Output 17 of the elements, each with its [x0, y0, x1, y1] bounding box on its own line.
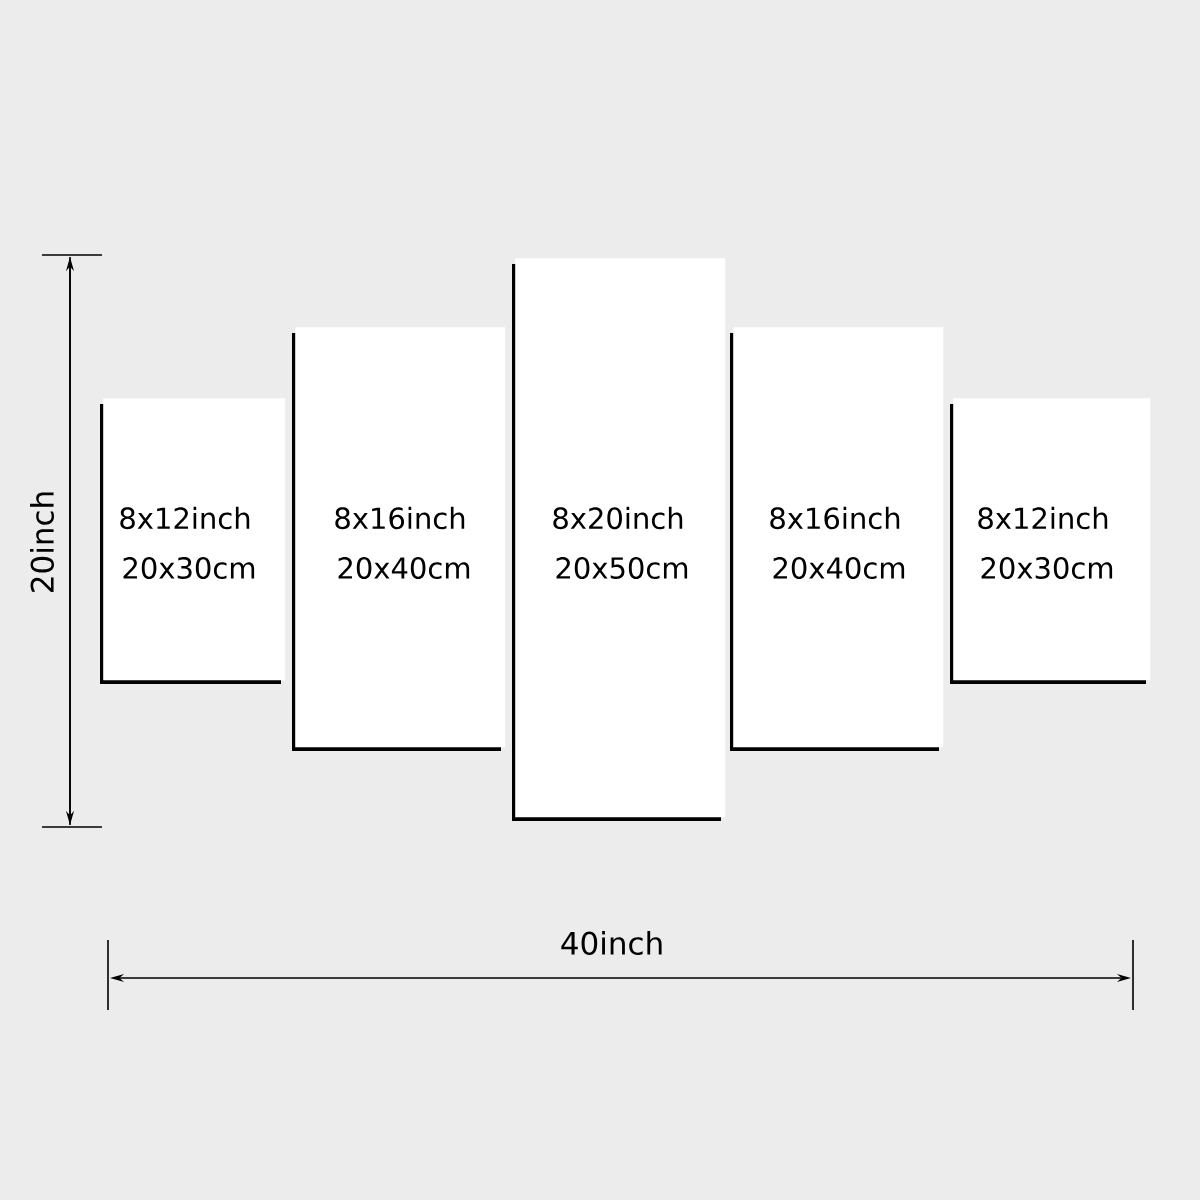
- size-label: 20x30cm: [123, 557, 255, 579]
- size-label: 8x12inch: [978, 506, 1108, 530]
- canvas-panel: [100, 398, 286, 684]
- canvas-panel: [512, 258, 726, 821]
- canvas-panel: [292, 327, 506, 751]
- size-label: 8x16inch: [770, 506, 900, 530]
- canvas-panel: [730, 327, 944, 751]
- size-label: 8x16inch: [335, 506, 465, 530]
- size-label: 20x30cm: [981, 557, 1113, 579]
- size-label: 20x50cm: [556, 557, 688, 579]
- canvas-panel: [950, 398, 1151, 684]
- dimension-label: 40inch: [561, 931, 662, 955]
- dimension-label: 20inch: [30, 492, 54, 592]
- size-label: 8x20inch: [553, 506, 683, 530]
- size-label: 20x40cm: [338, 557, 470, 579]
- size-label: 20x40cm: [773, 557, 905, 579]
- size-label: 8x12inch: [120, 506, 250, 530]
